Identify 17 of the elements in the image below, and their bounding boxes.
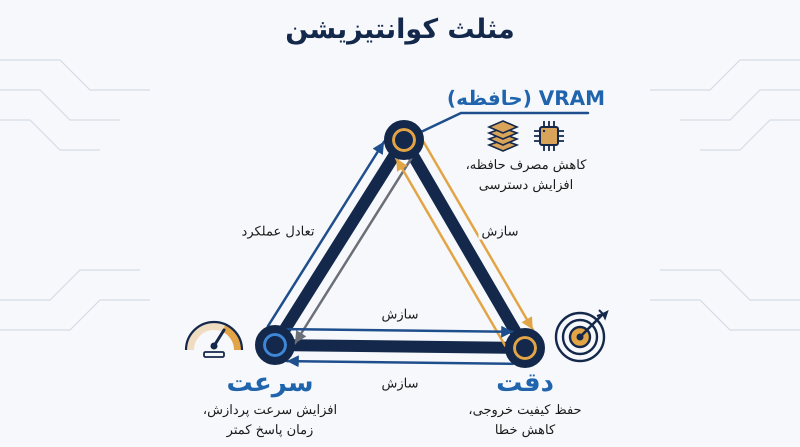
vertex-title: سرعت bbox=[226, 368, 314, 400]
arrow bbox=[266, 140, 386, 328]
arrow bbox=[286, 326, 514, 338]
vertex-circle bbox=[255, 325, 295, 365]
leader-line bbox=[420, 112, 590, 134]
arrow bbox=[422, 141, 534, 331]
arrow bbox=[294, 157, 412, 345]
vertex-circle bbox=[384, 120, 424, 160]
vertex-title: VRAM (حافظه) bbox=[446, 86, 606, 110]
title: مثلث کوانتیزیشن bbox=[285, 14, 515, 45]
vertex-title: دقت bbox=[496, 368, 554, 400]
vertex-circle bbox=[505, 328, 545, 368]
vertex-description: افزایش سرعت پردازش، زمان پاسخ کمتر bbox=[202, 402, 338, 440]
vertex-description: کاهش مصرف حافظه، افزایش دسترسی bbox=[464, 157, 588, 194]
arrow bbox=[394, 157, 506, 347]
arrow bbox=[286, 355, 514, 368]
vertex-description: حفظ کیفیت خروجی، کاهش خطا bbox=[467, 402, 583, 440]
